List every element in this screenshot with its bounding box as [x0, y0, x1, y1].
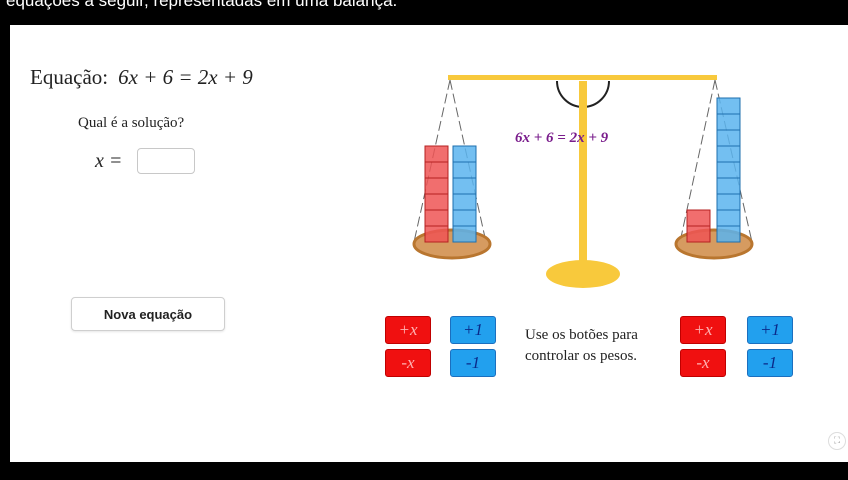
fullscreen-icon[interactable]: ⛶	[828, 432, 846, 450]
right-pan-weights	[686, 97, 741, 243]
unit-weight-block	[452, 161, 477, 179]
unit-weight-block	[716, 209, 741, 227]
scale-pole	[579, 81, 587, 271]
unit-weight-block	[716, 177, 741, 195]
applet-area: 6x + 6 = 2x + 9 Equação:6x + 6 = 2x + 9 …	[10, 25, 848, 462]
top-caption: equações a seguir, representadas em uma …	[6, 0, 398, 10]
left-minus-x-button[interactable]: -x	[385, 349, 431, 377]
unit-weight-block	[716, 97, 741, 115]
left-plus-one-button[interactable]: +1	[450, 316, 496, 344]
balance-scale: 6x + 6 = 2x + 9	[412, 75, 754, 288]
x-weight-block	[424, 225, 449, 243]
unit-weight-block	[452, 225, 477, 243]
scale-beam	[448, 75, 717, 80]
left-plus-x-button[interactable]: +x	[385, 316, 431, 344]
scale-base	[546, 260, 620, 288]
unit-weight-block	[716, 113, 741, 131]
equation-heading: Equação: 6x + 6 = 2x + 9	[30, 65, 253, 90]
unit-weight-block	[452, 193, 477, 211]
x-weight-block	[424, 145, 449, 163]
x-weight-block	[424, 161, 449, 179]
instruction-text: Use os botões para controlar os pesos.	[525, 327, 638, 364]
unit-weight-block	[452, 145, 477, 163]
x-weight-block	[424, 177, 449, 195]
top-bar: equações a seguir, representadas em uma …	[0, 0, 848, 25]
bottom-bar	[0, 462, 848, 480]
x-weight-block	[686, 209, 711, 227]
right-minus-one-button[interactable]: -1	[747, 349, 793, 377]
unit-weight-block	[716, 193, 741, 211]
equation-expression: 6x + 6 = 2x + 9	[118, 65, 253, 89]
variable-label: x =	[95, 150, 123, 172]
right-plus-one-button[interactable]: +1	[747, 316, 793, 344]
unit-weight-block	[716, 145, 741, 163]
new-equation-button[interactable]: Nova equação	[71, 297, 225, 331]
unit-weight-block	[716, 129, 741, 147]
unit-weight-block	[716, 225, 741, 243]
answer-input[interactable]	[137, 148, 195, 174]
right-minus-x-button[interactable]: -x	[680, 349, 726, 377]
x-weight-block	[424, 209, 449, 227]
right-plus-x-button[interactable]: +x	[680, 316, 726, 344]
left-minus-one-button[interactable]: -1	[450, 349, 496, 377]
unit-weight-block	[452, 209, 477, 227]
x-weight-block	[424, 193, 449, 211]
unit-weight-block	[452, 177, 477, 195]
scale-equation: 6x + 6 = 2x + 9	[515, 130, 609, 146]
unit-weight-block	[716, 161, 741, 179]
question-text: Qual é a solução?	[78, 115, 185, 131]
left-pan-weights	[424, 145, 477, 243]
equation-label: Equação:	[30, 65, 109, 89]
x-weight-block	[686, 225, 711, 243]
